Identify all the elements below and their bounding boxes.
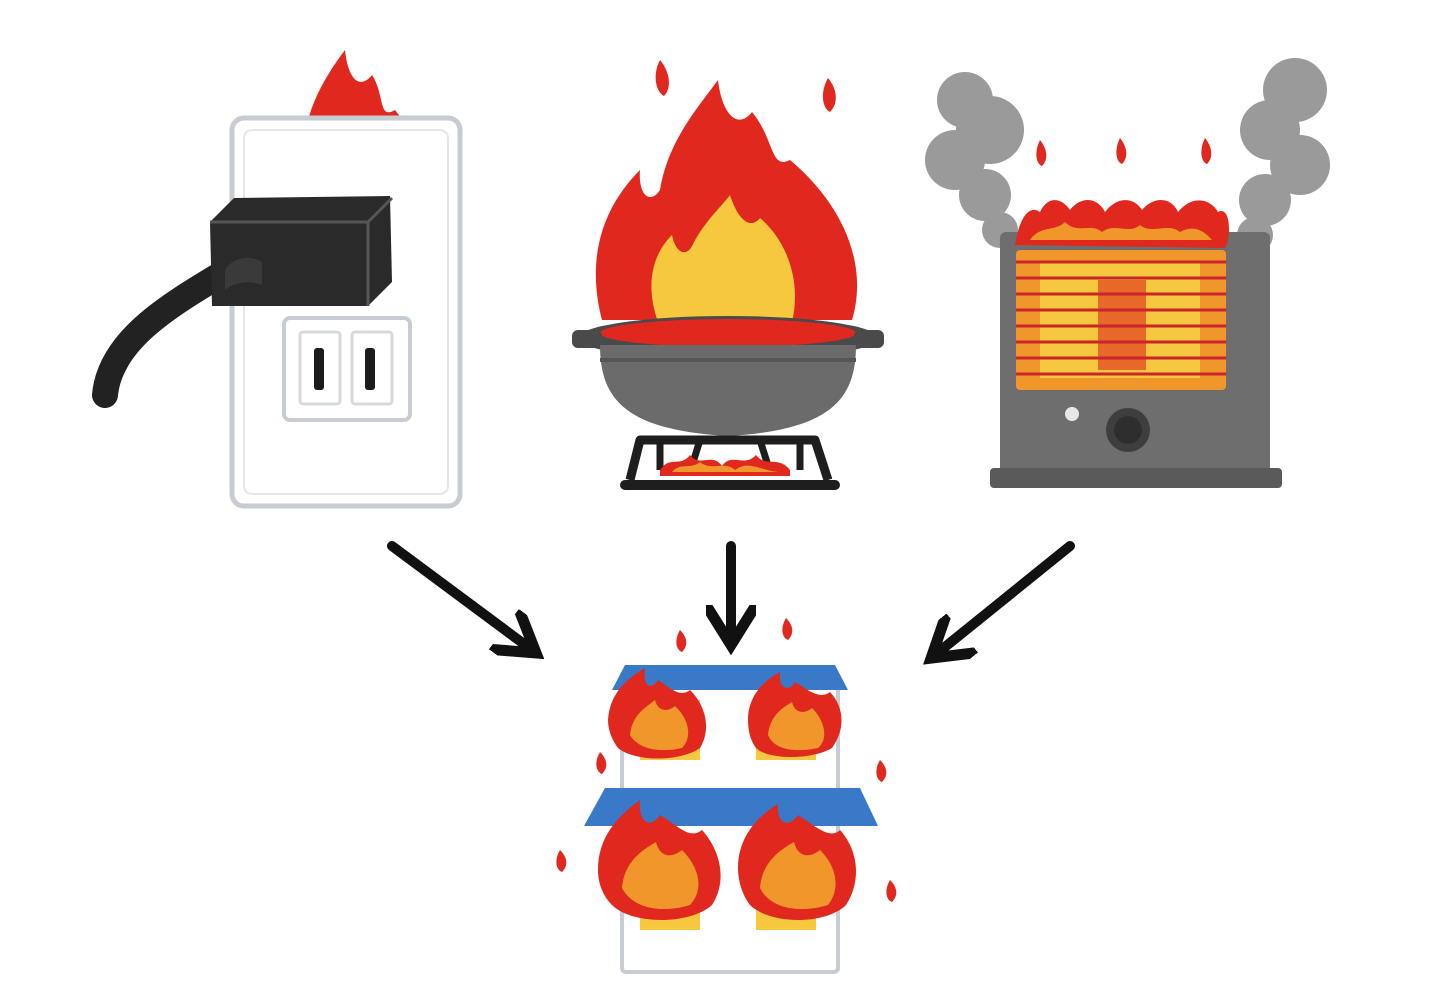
socket-slot-left [314,348,324,390]
arrows [387,541,1075,655]
smoke-right-icon [1237,58,1330,253]
rack-cloth-top [612,665,848,690]
arrow-from-outlet [387,541,532,650]
arrow-from-heater [935,541,1075,655]
plug-body [210,196,392,306]
pot-flame-inner [651,195,796,322]
heater-indicator-light [1065,407,1079,421]
stove-grate [620,435,840,490]
smoke-left-icon [925,72,1024,248]
pot-body [600,345,856,436]
pot-on-stove-on-fire-icon [572,60,884,490]
outlet-wall-plate [229,115,463,509]
outlet-with-plug-on-fire-icon [92,50,463,509]
heater-flame [1015,200,1230,248]
laundry-drying-rack-on-fire-icon [556,618,897,974]
rack-cloth-bottom [584,788,878,826]
space-heater-on-fire-icon [925,58,1330,488]
socket-slot-right [365,348,375,390]
plug-cord [92,259,238,408]
